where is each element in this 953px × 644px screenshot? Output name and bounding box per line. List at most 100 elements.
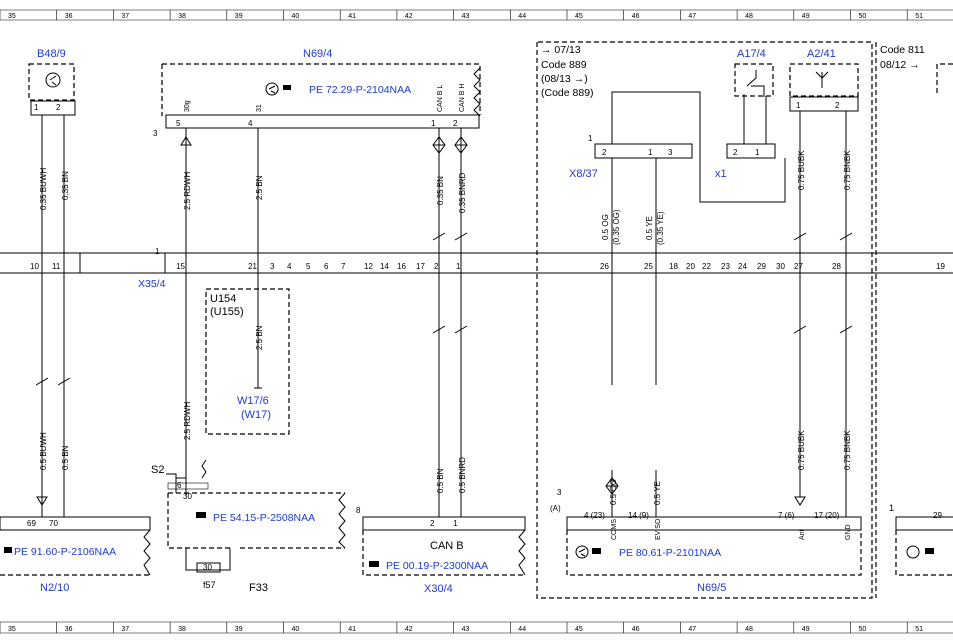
x35-pin: 17: [416, 262, 425, 271]
wire-label: 0.75 BUBK: [797, 150, 806, 190]
wire-label: 0.5 BN: [61, 445, 70, 470]
grid-label: 47: [688, 626, 696, 633]
grid-label: 43: [462, 626, 470, 633]
top-grid-frame: 35363738394041424344454647484950515: [0, 9, 953, 21]
svg-text:2: 2: [602, 148, 607, 157]
pointing-hand-icon: [4, 547, 12, 553]
grid-label: 46: [632, 13, 640, 20]
b48-9-sensor: B48/9 1 2 0.35 BUWH 0.35 BN 0.5 BUWH 0.5…: [28, 48, 76, 517]
svg-text:08/12 →: 08/12 →: [880, 59, 920, 71]
wire-label: 0.5 YE: [653, 481, 662, 505]
x35-pin: 28: [832, 262, 841, 271]
antenna-icon: [815, 71, 829, 88]
x35-pin: 21: [248, 262, 257, 271]
svg-text:30: 30: [183, 492, 192, 501]
grid-label: 40: [292, 626, 300, 633]
wire-label: 0.35 BN: [436, 176, 445, 205]
n2-10-ref[interactable]: PE 91.60-P-2106NAA: [14, 546, 116, 558]
grid-label: 38: [178, 13, 186, 20]
wire-label: 2.5 BN: [255, 175, 264, 200]
x30-4-label: X30/4: [424, 583, 453, 595]
grid-label: 45: [575, 626, 583, 633]
w17-6-label: W17/6: [237, 395, 269, 407]
svg-text:2: 2: [733, 148, 738, 157]
svg-text:4: 4: [248, 119, 253, 128]
svg-text:3: 3: [153, 129, 158, 138]
svg-text:70: 70: [49, 519, 58, 528]
svg-text:17 (20): 17 (20): [814, 511, 840, 520]
n69-4-module: N69/4 PE 72.29-P-2104NAA 3 5 4 1 2 30g 3…: [153, 48, 481, 138]
x1-label: x1: [715, 168, 727, 180]
svg-text:29: 29: [933, 511, 942, 520]
svg-text:GND: GND: [845, 524, 852, 540]
grid-label: 35: [8, 626, 16, 633]
grid-label: 51: [915, 13, 923, 20]
x35-pin: 25: [644, 262, 653, 271]
grid-label: 41: [348, 13, 356, 20]
n69-4-wires: 2.5 RDWH 2.5 BN 0.35 BN 0.35 BNRD 2.5 RD…: [180, 128, 468, 517]
wire-label: 2.5 RDWH: [183, 172, 192, 210]
svg-text:f57: f57: [203, 580, 216, 590]
svg-text:30g: 30g: [184, 100, 191, 112]
grid-label: 50: [859, 13, 867, 20]
n69-5-ref[interactable]: PE 80.61-P-2101NAA: [619, 547, 721, 559]
svg-text:Code 811: Code 811: [880, 44, 925, 56]
x8-37-label: X8/37: [569, 168, 598, 180]
x35-pin: 4: [287, 262, 292, 271]
svg-text:1: 1: [453, 519, 458, 528]
svg-text:U154: U154: [210, 293, 236, 305]
wire-label: 0.5 OG: [609, 479, 618, 505]
x35-pin: 19: [936, 262, 945, 271]
u154-box: U154 (U155) W17/6 (W17): [205, 288, 290, 435]
control-unit-icon: [575, 545, 601, 559]
x35-pin: 24: [738, 262, 747, 271]
wire-label: 2.5 RDWH: [183, 402, 192, 440]
svg-text:CAN B H: CAN B H: [459, 84, 466, 112]
svg-text:8: 8: [356, 506, 361, 515]
x35-pin: 14: [380, 262, 389, 271]
n69-4-ref[interactable]: PE 72.29-P-2104NAA: [309, 84, 411, 96]
control-unit-icon: [906, 545, 934, 559]
grid-label: 47: [688, 13, 696, 20]
svg-text:Ant: Ant: [799, 529, 806, 540]
wire-label: 0.35 BNRD: [458, 172, 467, 213]
x35-4-label: X35/4: [138, 278, 166, 290]
grid-label: 37: [121, 626, 129, 633]
svg-text:1: 1: [155, 247, 160, 256]
svg-text:EV SO: EV SO: [655, 518, 662, 540]
n69-5-label: N69/5: [697, 582, 726, 594]
x35-pin: 10: [30, 262, 39, 271]
svg-text:30: 30: [203, 563, 212, 572]
grid-label: 46: [632, 626, 640, 633]
x35-pin: 11: [52, 262, 61, 271]
f33-label: F33: [249, 582, 268, 594]
wire-label: 0.35 BUWH: [39, 168, 48, 210]
bottom-grid-frame: 35363738394041424344454647484950515: [0, 621, 953, 634]
grid-label: 39: [235, 13, 243, 20]
a17-4-label: A17/4: [737, 48, 766, 60]
grid-label: 43: [462, 13, 470, 20]
grid-label: 49: [802, 13, 810, 20]
wire-label: 2.5 BN: [255, 325, 264, 350]
svg-text:2: 2: [430, 519, 435, 528]
x35-pin: 15: [176, 262, 185, 271]
grid-label: 51: [915, 626, 923, 633]
x35-pin: 27: [794, 262, 803, 271]
grid-label: 48: [745, 13, 753, 20]
x35-pin: 26: [600, 262, 609, 271]
svg-text:CAN B L: CAN B L: [437, 85, 444, 112]
svg-text:1: 1: [648, 148, 653, 157]
svg-text:2: 2: [56, 103, 61, 112]
f33-ref[interactable]: PE 54.15-P-2508NAA: [213, 512, 315, 524]
svg-text:4 (23): 4 (23): [584, 511, 605, 520]
svg-text:1: 1: [588, 134, 593, 143]
svg-text:S2: S2: [151, 464, 164, 476]
wire-label: 0.5 BN: [436, 468, 445, 493]
pointing-hand-icon: [196, 512, 206, 518]
wire-label: 0.5 OG: [601, 214, 610, 240]
x35-pin: 30: [776, 262, 785, 271]
svg-text:3: 3: [557, 488, 562, 497]
code-811-region: Code 811 08/12 → 1 29: [875, 42, 953, 598]
x30-4-ref[interactable]: PE 00.19-P-2300NAA: [386, 560, 488, 572]
